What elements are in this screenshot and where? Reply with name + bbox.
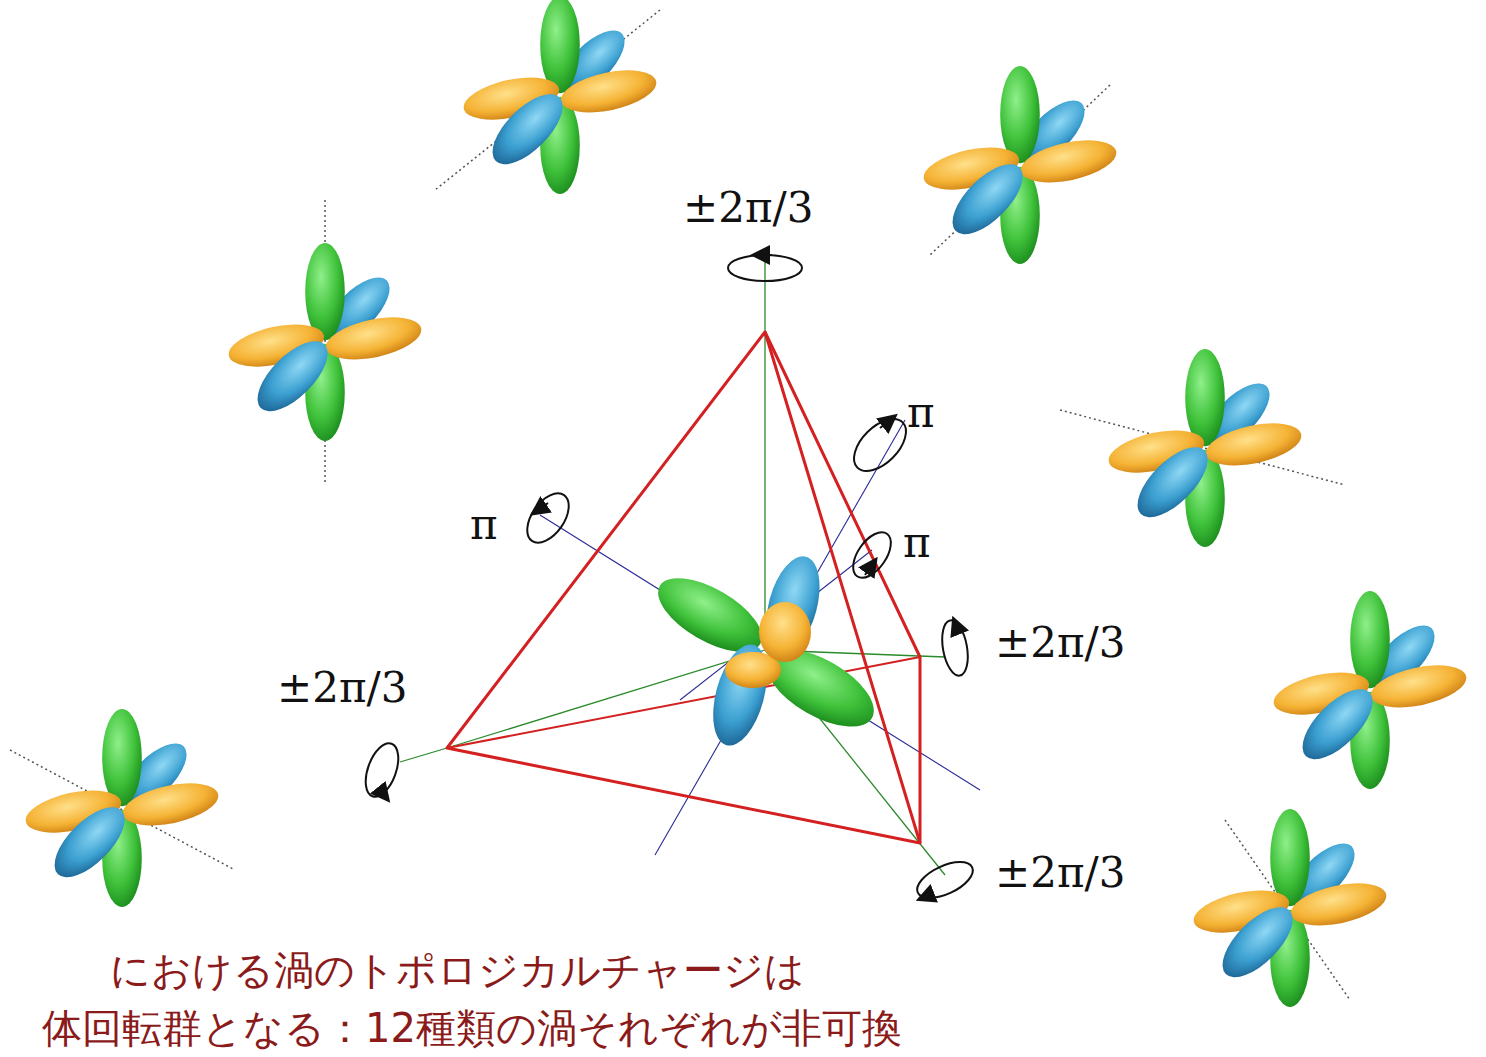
caption-line: 体回転群となる：12種類の渦それぞれが非可換 (42, 1006, 902, 1050)
rotation-angle: ±2π/3 (683, 185, 813, 231)
rotation-angle: π (470, 502, 498, 548)
rotation-angle: ±2π/3 (995, 620, 1125, 666)
rotation-angle: ±2π/3 (277, 665, 407, 711)
rotation-angle: π (903, 520, 931, 566)
rotation-angle: π (907, 390, 935, 436)
rotation-angle: ±2π/3 (995, 850, 1125, 896)
caption-line: における渦のトポロジカルチャージは (110, 948, 805, 992)
